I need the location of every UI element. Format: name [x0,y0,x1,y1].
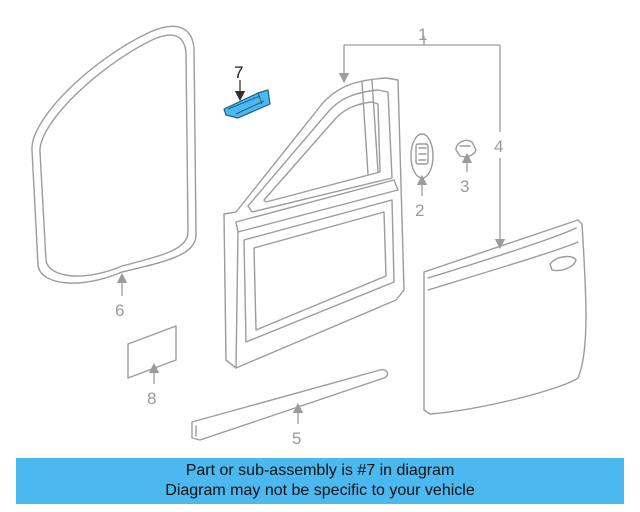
molding-strip-part-5 [191,368,389,441]
banner-line-2: Diagram may not be specific to your vehi… [165,482,475,499]
door-shell [223,77,405,369]
film-sheet-part-8 [127,325,177,379]
callout-1-bracket [338,36,506,250]
callout-5: 5 [292,429,301,448]
info-banner: Part or sub-assembly is #7 in diagram Di… [16,458,624,504]
callout-8: 8 [147,389,156,408]
callout-6: 6 [115,301,124,320]
callout-2: 2 [415,201,424,220]
banner-line-1: Part or sub-assembly is #7 in diagram [185,462,455,479]
handle-bracket-part-2 [410,133,434,179]
callout-1: 1 [418,25,427,44]
outer-panel-part-4 [423,219,587,415]
bracket-part-7-highlighted [223,89,271,119]
weatherstrip-seal-part-6 [31,25,197,284]
callout-7: 7 [234,63,243,82]
cap-part-3 [455,139,477,158]
callout-3: 3 [460,177,469,196]
callout-4: 4 [494,137,503,156]
